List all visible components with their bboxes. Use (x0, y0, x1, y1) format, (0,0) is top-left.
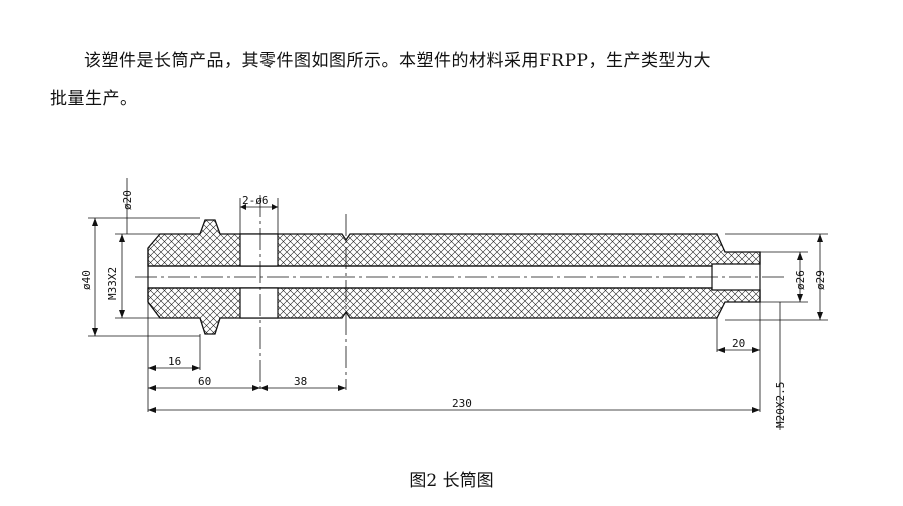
dimension-arrows (92, 204, 823, 413)
label-l20: 20 (732, 337, 745, 350)
intro-line-1: 该塑件是长筒产品，其零件图如图所示。本塑件的材料采用FRPP，生产类型为大 (84, 51, 711, 71)
label-d40: ø40 (80, 270, 93, 290)
intro-paragraph: 该塑件是长筒产品，其零件图如图所示。本塑件的材料采用FRPP，生产类型为大 批量… (50, 42, 850, 118)
center-lines (135, 195, 785, 390)
intro-line-2: 批量生产。 (50, 89, 138, 109)
label-l230: 230 (452, 397, 472, 410)
upper-wall-section (147, 219, 761, 267)
figure-caption: 图2 长筒图 (409, 471, 494, 491)
radial-holes (239, 233, 279, 319)
label-m20: M20X2.5 (774, 382, 787, 428)
label-d20: ø20 (121, 190, 134, 210)
lower-wall-section (147, 287, 761, 335)
label-l38: 38 (294, 375, 307, 388)
label-d29: ø29 (814, 270, 827, 290)
label-holes: 2-ø6 (242, 194, 269, 207)
dimension-lines (88, 178, 828, 430)
label-d26: ø26 (794, 270, 807, 290)
label-m33: M33X2 (106, 267, 119, 300)
label-l60: 60 (198, 375, 211, 388)
label-l16: 16 (168, 355, 181, 368)
